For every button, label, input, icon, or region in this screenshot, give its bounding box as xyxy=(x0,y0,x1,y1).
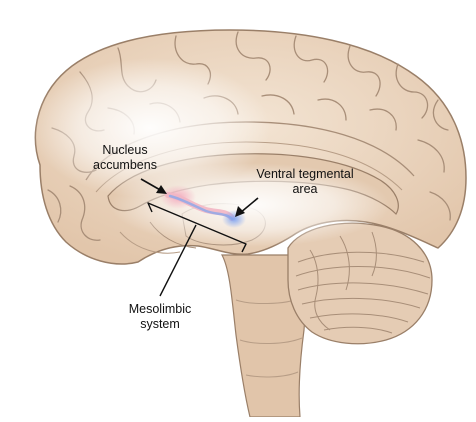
mesolimbic-bracket xyxy=(147,202,247,253)
arrow-right-down-icon xyxy=(156,185,167,194)
mesolimbic-system-label: Mesolimbic system xyxy=(105,302,215,332)
glow-upper xyxy=(30,58,270,198)
mesolimbic-line-1: Mesolimbic xyxy=(128,302,192,316)
mesolimbic-leader-line xyxy=(159,224,197,297)
mesolimbic-line-2: system xyxy=(140,317,180,331)
vta-label: Ventral tegmental area xyxy=(250,167,360,197)
vta-line-1: Ventral tegmental xyxy=(256,167,354,181)
vta-line-2: area xyxy=(292,182,318,196)
vta-arrow-line xyxy=(239,197,259,214)
nucleus-accumbens-line-1: Nucleus xyxy=(102,143,148,157)
nucleus-accumbens-label: Nucleus accumbens xyxy=(70,143,180,173)
arrow-left-down-icon xyxy=(235,206,245,217)
nucleus-accumbens-line-2: accumbens xyxy=(93,158,157,172)
